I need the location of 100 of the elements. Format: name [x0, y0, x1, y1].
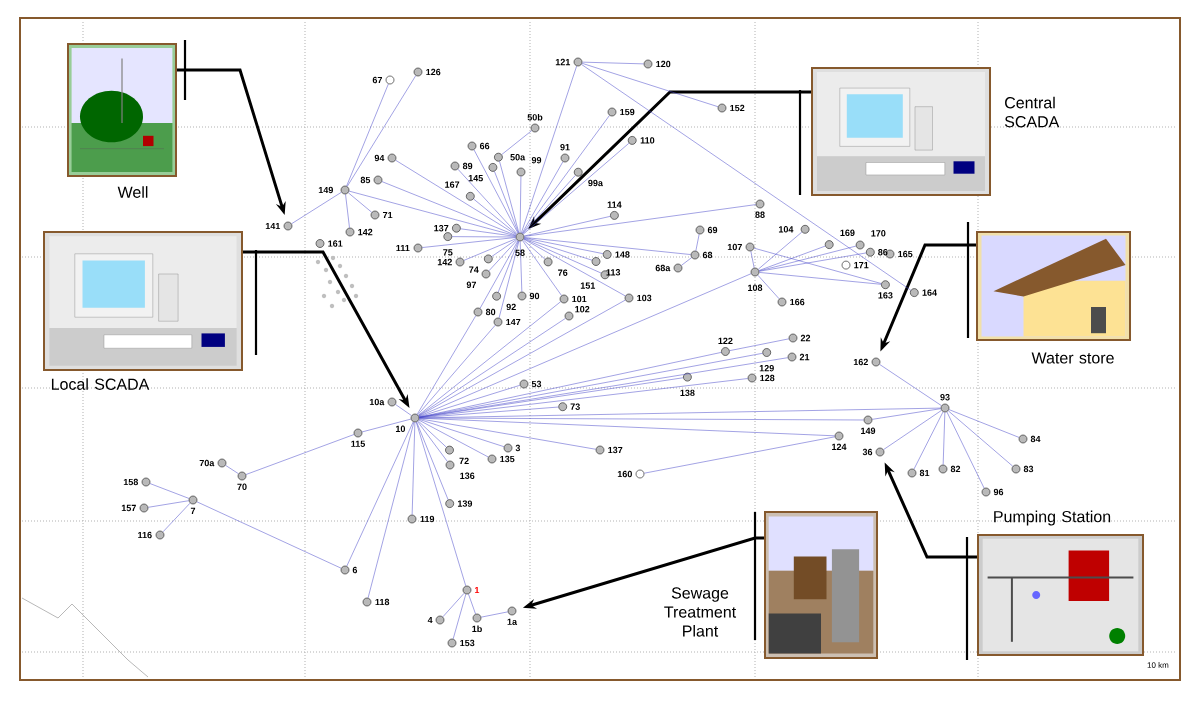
station-number: 147: [506, 318, 521, 326]
station-number: 137: [608, 446, 623, 454]
station-number: 10: [395, 425, 406, 432]
station-marker: [559, 294, 569, 304]
connection-line: [473, 149, 519, 234]
connection-line: [758, 245, 826, 271]
station-number: 113: [606, 269, 621, 276]
connection-line: [395, 404, 412, 416]
connection-line: [523, 238, 602, 274]
station-marker: [938, 464, 948, 474]
station-marker: [237, 471, 247, 481]
station-marker: [717, 103, 727, 113]
station-number: 36: [862, 448, 873, 456]
connection-line: [418, 419, 489, 458]
station-number: 74: [469, 266, 479, 273]
connection-line: [581, 64, 911, 291]
connection-line: [758, 231, 803, 270]
connection-line: [883, 410, 942, 450]
station-number: 10a: [369, 398, 385, 406]
station-number: 135: [500, 455, 515, 463]
photo-caption: Sewage Treatment Plant: [664, 587, 737, 637]
station-marker: [141, 477, 151, 487]
station-marker: [909, 288, 919, 297]
connection-line: [417, 420, 447, 448]
photo: [811, 67, 991, 196]
station-number: 94: [374, 154, 385, 162]
connection-line: [757, 275, 780, 299]
station-marker: [315, 239, 325, 248]
station-number: 142: [437, 258, 452, 266]
station-number: 75: [443, 249, 453, 256]
station-number: 53: [531, 380, 542, 388]
connection-line: [758, 245, 857, 272]
connection-line: [913, 411, 944, 470]
connection-line: [759, 252, 867, 272]
connection-line: [416, 421, 449, 500]
station-marker: [503, 443, 513, 453]
station-marker: [340, 185, 350, 195]
station-marker: [747, 373, 757, 383]
photo: [43, 231, 243, 371]
connection-line: [196, 501, 342, 569]
station-number: 159: [620, 108, 635, 116]
connection-line: [245, 434, 355, 475]
connection-line: [417, 421, 448, 462]
connection-line: [442, 593, 465, 617]
connection-line: [519, 241, 523, 292]
connection-line: [361, 418, 412, 433]
station-marker: [385, 75, 395, 85]
connection-line: [347, 75, 416, 187]
connection-line: [521, 161, 564, 234]
station-number: 93: [940, 394, 950, 401]
station-number: 170: [871, 230, 886, 237]
station-number: 171: [854, 262, 869, 269]
station-marker: [602, 250, 612, 259]
station-number: 76: [558, 269, 568, 276]
connection-line: [499, 161, 520, 234]
station-marker: [981, 487, 991, 497]
photo: [976, 231, 1131, 341]
station-marker: [445, 445, 454, 455]
station-number: 137: [434, 225, 449, 232]
connection-line: [419, 418, 596, 450]
station-marker: [487, 454, 497, 464]
station-number: 121: [555, 58, 571, 66]
station-marker: [683, 372, 692, 382]
station-number: 80: [485, 308, 496, 316]
station-marker: [573, 57, 583, 67]
station-marker: [413, 243, 423, 253]
connection-line: [501, 130, 532, 155]
station-marker: [607, 107, 617, 117]
station-marker: [465, 191, 475, 201]
station-number: 73: [570, 403, 580, 410]
station-number: 141: [265, 222, 281, 230]
station-number: 142: [358, 228, 373, 236]
connection-line: [497, 240, 519, 293]
station-marker: [610, 211, 619, 220]
station-number: 107: [727, 243, 742, 251]
station-marker: [362, 597, 372, 607]
station-number: 70: [237, 483, 247, 490]
connection-line: [522, 115, 610, 234]
station-number: 86: [878, 249, 888, 256]
connection-line: [381, 181, 517, 236]
station-number: 166: [790, 298, 805, 306]
station-marker: [481, 269, 491, 279]
station-marker: [188, 495, 198, 505]
station-number: 164: [922, 289, 937, 296]
station-number: 4: [427, 616, 433, 624]
station-marker: [447, 638, 457, 648]
photo: [977, 534, 1144, 656]
station-marker: [515, 232, 525, 242]
station-marker: [467, 141, 477, 151]
connection-line: [488, 239, 518, 272]
station-number: 6: [352, 566, 358, 574]
connection-line: [879, 364, 942, 406]
connection-line: [452, 593, 467, 640]
station-marker: [519, 379, 529, 389]
station-number: 89: [462, 162, 473, 170]
connection-line: [148, 500, 189, 508]
connection-line: [345, 194, 350, 228]
station-number: 58: [515, 249, 525, 256]
station-number: 115: [351, 440, 365, 447]
station-marker: [624, 293, 634, 303]
